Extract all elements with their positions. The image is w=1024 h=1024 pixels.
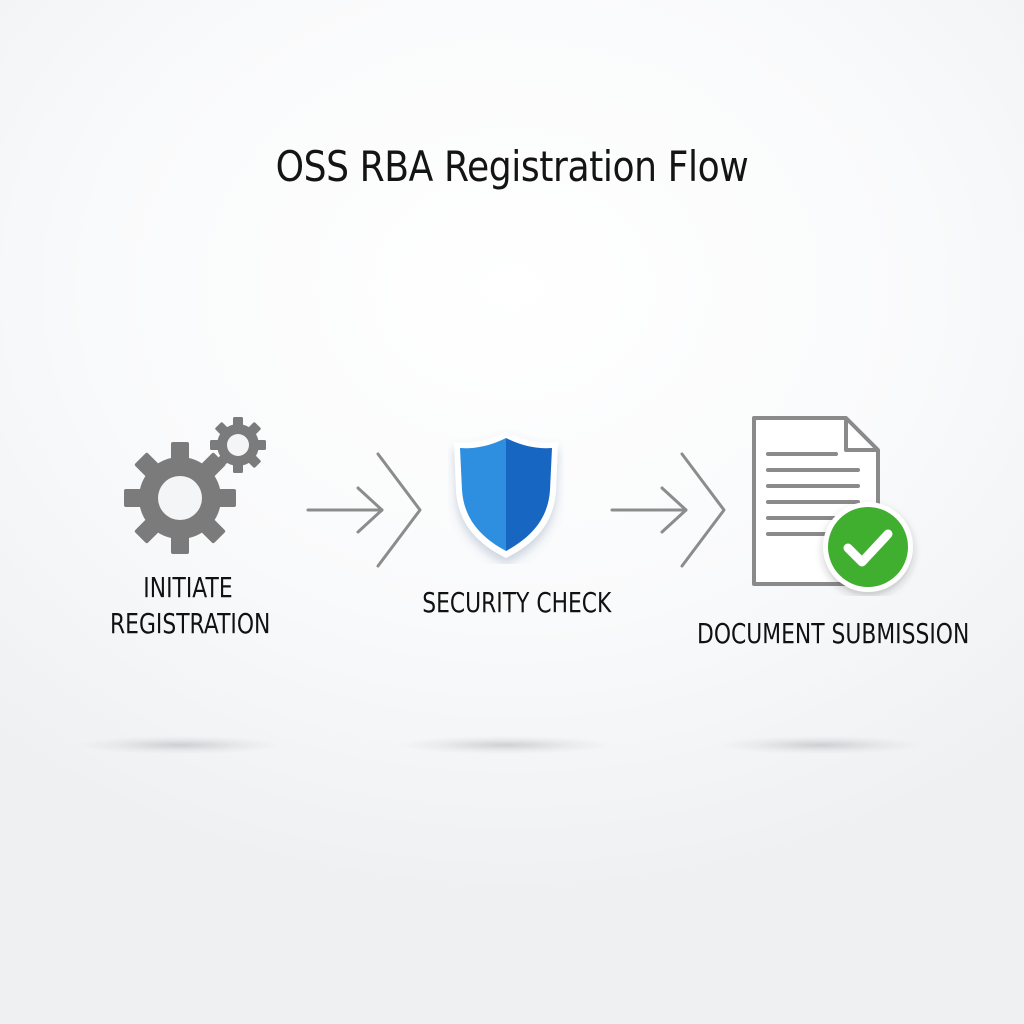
arrow-right-icon [306,452,422,568]
step-shadow [80,736,280,754]
shield-icon [454,432,558,558]
diagram-title: OSS RBA Registration Flow [275,142,749,191]
step-shadow [400,736,610,754]
document-check-icon [752,416,913,592]
step-label-document-submission: DOCUMENT SUBMISSION [697,617,970,650]
step-shadow [720,736,920,754]
step-label-security-check: SECURITY CHECK [422,586,612,619]
gears-icon [124,417,266,554]
arrow-right-icon [610,452,726,568]
step-label-initiate-registration: INITIATE REGISTRATION [110,571,271,640]
